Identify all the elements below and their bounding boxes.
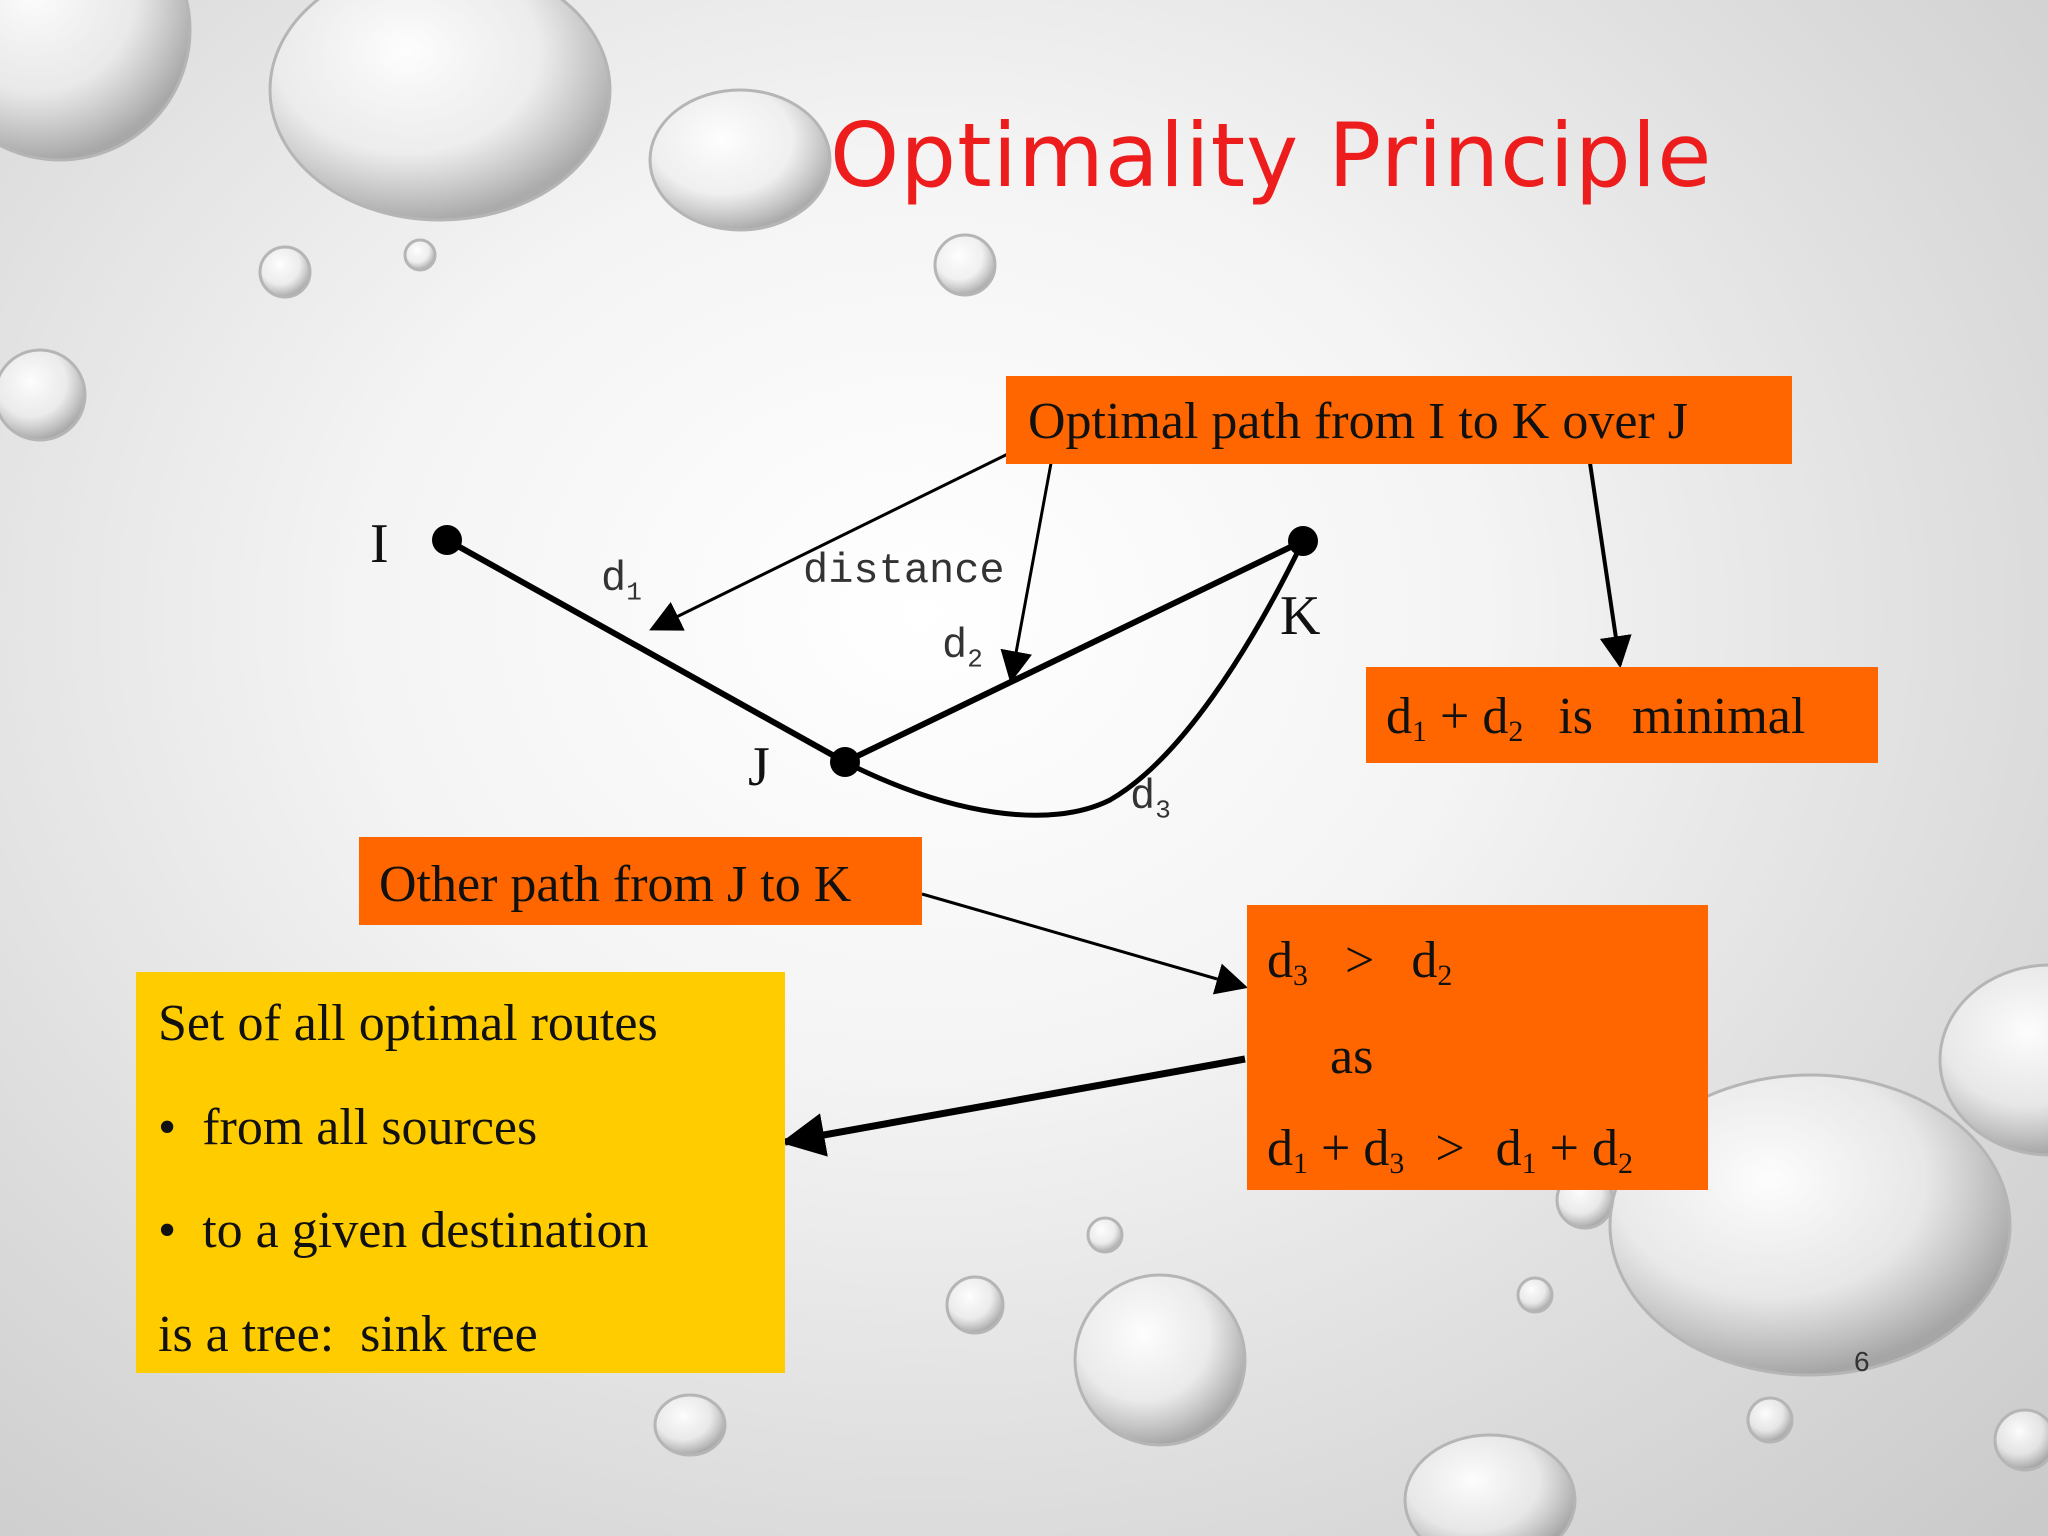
comparison-box: d3 > d2 as d1 + d3 > d1 + d2 [1247, 905, 1708, 1190]
comparison-d2: d [1411, 932, 1438, 989]
sink-tree-line-2: • from all sources [158, 1102, 537, 1154]
edge-label-d2: d2 [942, 622, 983, 674]
comparison-gt-1: > [1345, 932, 1375, 989]
sink-tree-line-3-text: to a given destination [202, 1202, 649, 1259]
comparison-l3-plus-1: + [1321, 1120, 1351, 1177]
node-j-dot [830, 747, 860, 777]
edge-i-j [445, 537, 847, 765]
sink-tree-line-4: is a tree: sink tree [158, 1306, 538, 1363]
comparison-l3-d1: d [1267, 1120, 1293, 1177]
minimal-text: is minimal [1558, 688, 1806, 745]
edge-label-d2-base: d [942, 622, 968, 670]
bullet-icon: • [158, 1202, 177, 1259]
comparison-l3-d2-sub: 2 [1617, 1147, 1633, 1180]
edge-label-d1-sub: 1 [626, 577, 642, 608]
edge-label-d1: d1 [601, 555, 642, 607]
node-i-label: I [370, 513, 389, 575]
edge-label-d3: d3 [1130, 773, 1171, 825]
sink-tree-line-1: Set of all optimal routes [158, 995, 658, 1052]
edge-j-k [843, 538, 1305, 765]
minimal-expression: d1 + d2 is minimal [1386, 691, 1805, 747]
comparison-l3-d1b: d [1495, 1120, 1522, 1177]
comparison-d2-sub: 2 [1437, 959, 1453, 992]
arrow-to-sink-tree-box [780, 1055, 1246, 1157]
node-k-dot [1288, 526, 1318, 556]
other-path-text: Other path from J to K [379, 856, 852, 913]
arrow-to-minimal-box [1588, 462, 1632, 669]
comparison-gt-2: > [1435, 1120, 1465, 1177]
comparison-l3-d3-sub: 3 [1389, 1147, 1405, 1180]
sink-tree-line-3: • to a given destination [158, 1205, 648, 1257]
comparison-l3-d1-sub: 1 [1293, 1147, 1308, 1180]
minimal-d1: d [1386, 688, 1412, 745]
edge-j-k-alternative [843, 539, 1306, 818]
sink-tree-line-2-text: from all sources [202, 1099, 538, 1156]
minimal-d2-sub: 2 [1508, 715, 1524, 748]
comparison-d3: d [1267, 932, 1293, 989]
edge-label-d2-sub: 2 [967, 644, 983, 675]
edge-label-d3-sub: 3 [1155, 795, 1171, 826]
arrow-to-d1 [649, 445, 1023, 631]
node-i-dot [432, 525, 462, 555]
edge-label-d3-base: d [1130, 773, 1156, 821]
comparison-l3-plus-2: + [1549, 1120, 1579, 1177]
node-j-label: J [748, 736, 770, 798]
edge-label-d1-base: d [601, 555, 627, 603]
arrow-to-comparison-box [921, 892, 1249, 995]
minimal-box: d1 + d2 is minimal [1366, 667, 1878, 763]
comparison-l3-d1b-sub: 1 [1521, 1147, 1537, 1180]
bullet-icon: • [158, 1099, 177, 1156]
edge-label-distance: distance [803, 547, 1005, 595]
sink-tree-box: Set of all optimal routes • from all sour… [136, 972, 785, 1373]
minimal-d1-sub: 1 [1412, 715, 1427, 748]
other-path-box: Other path from J to K [359, 837, 922, 925]
comparison-l3-d3: d [1363, 1120, 1390, 1177]
node-k-label: K [1280, 585, 1321, 647]
arrow-to-d2 [1000, 446, 1056, 684]
comparison-line-2: as [1330, 1028, 1374, 1085]
optimal-path-box: Optimal path from I to K over J [1006, 376, 1792, 464]
minimal-plus: + [1440, 688, 1470, 745]
optimal-path-text: Optimal path from I to K over J [1028, 393, 1688, 450]
comparison-line-1: d3 > d2 [1267, 935, 1452, 991]
page-number: 6 [1854, 1346, 1870, 1377]
comparison-l3-d2: d [1591, 1120, 1618, 1177]
comparison-line-3: d1 + d3 > d1 + d2 [1267, 1123, 1633, 1179]
minimal-d2: d [1482, 688, 1509, 745]
slide-title: Optimality Principle [830, 104, 1713, 207]
comparison-d3-sub: 3 [1293, 959, 1308, 992]
